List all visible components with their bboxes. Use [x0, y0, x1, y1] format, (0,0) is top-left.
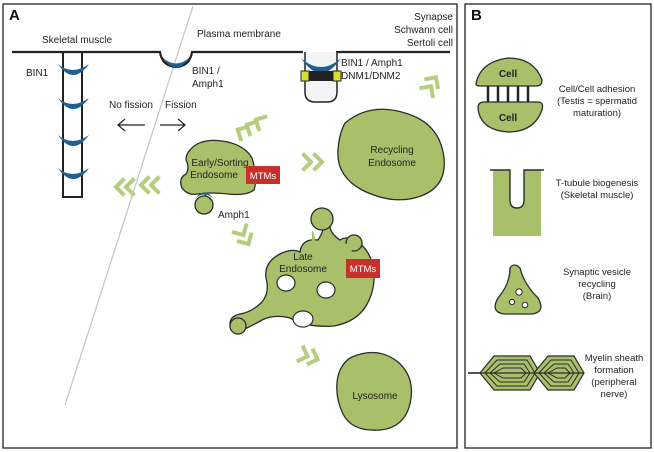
plasma-membrane-label: Plasma membrane	[197, 29, 281, 40]
panel-b-letter: B	[471, 7, 482, 24]
t-tubule-illustration	[493, 170, 541, 236]
no-fission-label: No fission	[109, 100, 153, 111]
bin1-amph1-pit	[162, 57, 190, 68]
myelin-label-2: formation	[594, 365, 634, 376]
bin1-amph1-dnm-label-1: BIN1 / Amph1	[341, 58, 403, 69]
myelin-label-1: Myelin sheath	[585, 353, 644, 364]
no-fission-arrow	[117, 118, 145, 132]
fission-label: Fission	[165, 100, 197, 111]
svg-text:MTMs: MTMs	[250, 171, 277, 182]
early-sorting-endosome	[180, 139, 257, 196]
late-endosome	[229, 207, 375, 335]
early-endosome-label-1: Early/Sorting	[191, 158, 248, 169]
t-tubule	[62, 52, 83, 198]
endocytic-pit-dynamin	[300, 52, 342, 103]
myelin-label-3: (peripheral	[591, 377, 636, 388]
cell-bottom-label: Cell	[499, 113, 518, 124]
synaptic-label-1: Synaptic vesicle	[563, 267, 631, 278]
bin1-proteins	[58, 64, 89, 179]
adhesion-label-2: (Testis = spermatid	[557, 96, 637, 107]
late-endosome-label-1: Late	[293, 252, 313, 263]
recycling-endosome-label-1: Recycling	[370, 145, 413, 156]
svg-text:MTMs: MTMs	[350, 264, 377, 275]
myelin-sheath-illustration	[468, 355, 585, 391]
bin1-amph1-dnm-label-2: DNM1/DNM2	[341, 71, 401, 82]
lysosome	[336, 351, 413, 431]
chevrons-to-early-endosome	[235, 114, 266, 140]
myelin-label-4: nerve)	[601, 389, 628, 400]
schwann-cell-label: Schwann cell	[394, 25, 453, 36]
chevrons-to-lysosome	[296, 345, 322, 368]
lysosome-label: Lysosome	[352, 391, 398, 402]
adhesion-label-1: Cell/Cell adhesion	[559, 84, 636, 95]
recycling-endosome-label-2: Endosome	[368, 158, 416, 169]
panel-b-border	[464, 3, 652, 449]
bin1-label: BIN1	[26, 68, 49, 79]
early-endosome-label-2: Endosome	[190, 170, 238, 181]
adhesion-label-3: maturation)	[573, 108, 621, 119]
cell-cell-adhesion-illustration	[475, 57, 544, 133]
ttubule-label-1: T-tubule biogenesis	[556, 178, 639, 189]
mtms-badge-early: MTMs	[246, 166, 280, 184]
amph1-protein	[195, 192, 214, 199]
ttubule-label-2: (Skeletal muscle)	[561, 190, 634, 201]
recycling-endosome	[337, 108, 445, 201]
chevrons-to-recycling	[302, 153, 324, 171]
skeletal-muscle-label: Skeletal muscle	[42, 35, 112, 46]
panel-a-letter: A	[9, 7, 20, 24]
late-endosome-label-2: Endosome	[279, 264, 327, 275]
sertoli-cell-label: Sertoli cell	[407, 38, 453, 49]
chevrons-to-late-endosome	[231, 223, 257, 250]
synaptic-terminal-illustration	[494, 264, 542, 315]
t-tubule-membrane	[490, 169, 544, 209]
mtms-badge-late: MTMs	[346, 259, 380, 278]
amph1-label: Amph1	[218, 210, 250, 221]
bin1-amph1-label-2: Amph1	[192, 79, 224, 90]
synapse-label: Synapse	[414, 12, 453, 23]
chevrons-up-to-membrane	[419, 71, 444, 99]
panel-a-border	[2, 3, 458, 449]
budding-vesicle	[194, 195, 214, 215]
bin1-amph1-label-1: BIN1 /	[192, 66, 220, 77]
synaptic-label-2: recycling	[578, 279, 616, 290]
fission-divider-line	[64, 5, 194, 406]
synaptic-label-3: (Brain)	[583, 291, 612, 302]
cell-top-label: Cell	[499, 69, 518, 80]
fission-arrow	[160, 118, 186, 132]
